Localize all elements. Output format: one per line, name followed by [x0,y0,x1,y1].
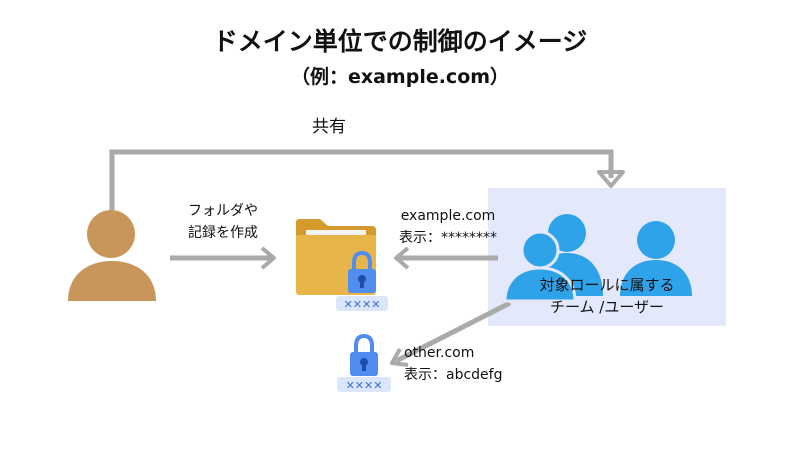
folder-lock-icon [348,250,376,293]
share-arrow [109,149,614,212]
share-label: 共有 [312,117,346,137]
other-mask-badge: ✕✕✕✕ [346,379,383,392]
create-label-line-2: 記録を作成 [188,225,258,241]
other-domain-label: other.com 表示：abcdefg [404,342,502,386]
folder-mask-badge: ✕✕✕✕ [344,298,381,311]
owner-person-icon [68,210,156,301]
other-display: 表示：abcdefg [404,367,503,383]
example-arrow-head [394,246,410,270]
other-mask-badge-bg [337,377,391,392]
team-people-icon [503,214,692,303]
create-label-line-1: フォルダや [188,203,258,219]
example-display: 表示：******** [399,230,497,246]
team-label-line-2: チーム /ユーザー [549,298,665,316]
team-label-line-1: 対象ロールに属する [539,276,675,294]
page-subtitle: （例：example.com） [290,66,510,88]
other-domain: other.com [404,345,475,361]
share-arrow-head [597,170,625,188]
create-arrow-head [260,246,276,270]
example-domain: example.com [400,208,496,224]
page-title: ドメイン単位での制御のイメージ [212,27,588,56]
other-arrow [394,300,512,364]
team-label: 対象ロールに属する チーム /ユーザー [512,274,702,318]
example-domain-label: example.com 表示：******** [388,205,508,249]
other-arrow-head [390,348,409,367]
folder-mask-badge-bg [336,296,388,311]
other-lock-icon [350,333,378,376]
create-label: フォルダや 記録を作成 [178,200,268,244]
